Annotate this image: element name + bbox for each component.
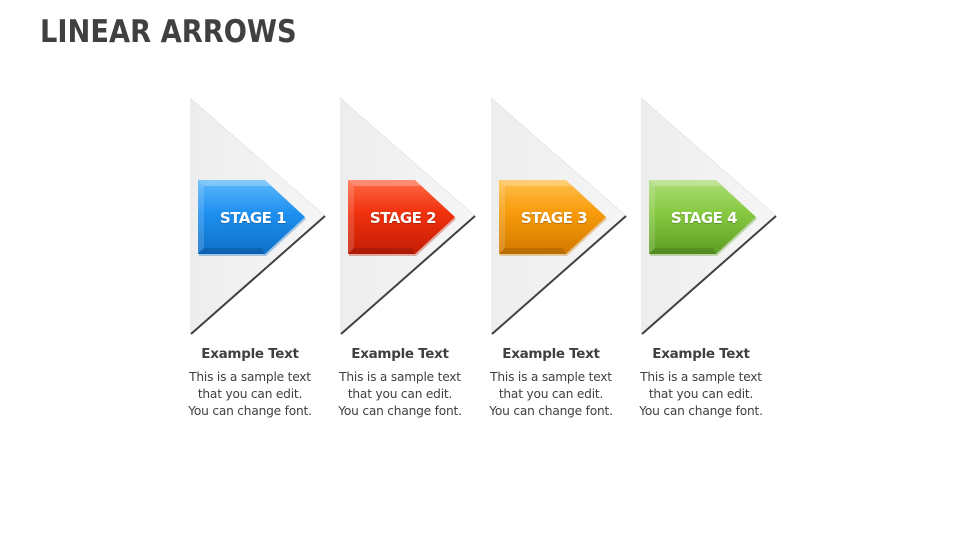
stage-2: STAGE 2 Example Text This is a sample te… [338, 96, 485, 426]
caption-line: that you can edit. [347, 387, 453, 401]
caption-body[interactable]: This is a sample text that you can edit.… [320, 369, 480, 420]
page-title: LINEAR ARROWS [40, 14, 297, 50]
stage-label[interactable]: STAGE 3 [520, 209, 588, 227]
caption-body[interactable]: This is a sample text that you can edit.… [621, 369, 781, 420]
caption-body[interactable]: This is a sample text that you can edit.… [170, 369, 330, 420]
caption-line: This is a sample text [640, 370, 762, 384]
stage-label[interactable]: STAGE 1 [219, 209, 287, 227]
triangle-shape [641, 97, 777, 335]
triangle-shape [491, 97, 627, 335]
caption-heading[interactable]: Example Text [351, 346, 449, 362]
triangle-shape [190, 97, 326, 335]
caption-line: that you can edit. [197, 387, 303, 401]
stage-label[interactable]: STAGE 2 [369, 209, 437, 227]
caption-line: This is a sample text [490, 370, 612, 384]
stage-caption: Example Text This is a sample text that … [320, 346, 480, 420]
caption-body[interactable]: This is a sample text that you can edit.… [471, 369, 631, 420]
stage-1: STAGE 1 Example Text This is a sample te… [188, 96, 335, 426]
stage-4: STAGE 4 Example Text This is a sample te… [639, 96, 786, 426]
caption-heading[interactable]: Example Text [201, 346, 299, 362]
caption-heading[interactable]: Example Text [652, 346, 750, 362]
triangle-shape [340, 97, 476, 335]
caption-line: This is a sample text [339, 370, 461, 384]
caption-line: that you can edit. [648, 387, 754, 401]
caption-line: that you can edit. [498, 387, 604, 401]
caption-line: You can change font. [188, 404, 312, 418]
caption-line: You can change font. [639, 404, 763, 418]
stage-caption: Example Text This is a sample text that … [170, 346, 330, 420]
caption-line: This is a sample text [189, 370, 311, 384]
stage-label[interactable]: STAGE 4 [670, 209, 738, 227]
caption-heading[interactable]: Example Text [502, 346, 600, 362]
stage-3: STAGE 3 Example Text This is a sample te… [489, 96, 636, 426]
caption-line: You can change font. [338, 404, 462, 418]
stage-caption: Example Text This is a sample text that … [471, 346, 631, 420]
stage-caption: Example Text This is a sample text that … [621, 346, 781, 420]
caption-line: You can change font. [489, 404, 613, 418]
